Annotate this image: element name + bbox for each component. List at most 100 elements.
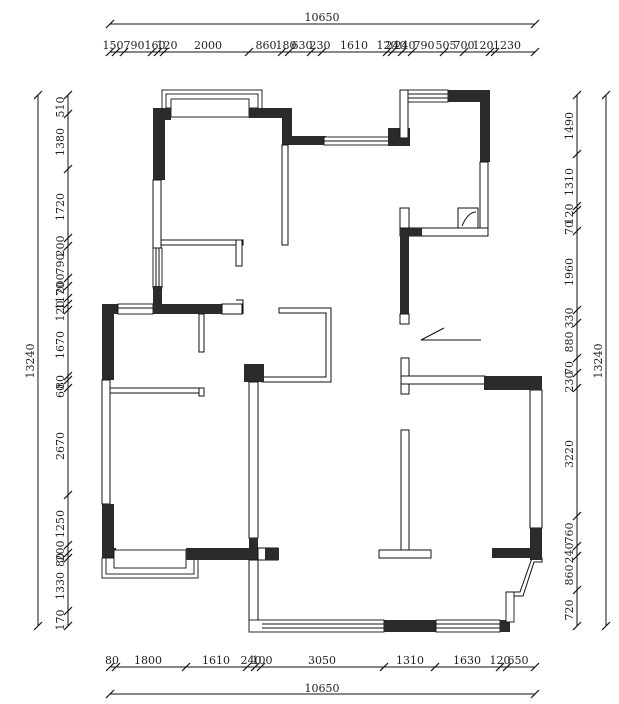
door-swing [420,327,445,341]
column [244,364,264,382]
bottom-seg-8: 1630 [453,654,481,667]
wall-segment [484,376,542,390]
appliance-mark [461,211,477,227]
wall-segment [400,232,409,314]
right-seg-7: 880 [563,332,576,353]
wall-segment [265,548,279,560]
top-seg-11: 120 [377,39,398,52]
left-seg-5: 790 [54,254,67,275]
bottom-seg-5: 100 [252,654,273,667]
wall-segment [400,228,422,236]
left-seg-8: 120 [54,301,67,322]
left-seg-10: 80 [54,375,67,389]
wall-segment [186,548,250,560]
left-seg-4: 200 [54,236,67,257]
wall-segment [457,207,479,229]
door-mark [236,299,244,314]
top-seg-17: 120 [473,39,494,52]
bottom-seg-3: 1610 [202,654,230,667]
wall-segment [448,90,490,102]
right-seg-9: 230 [563,372,576,393]
wall-segment [378,549,432,559]
wall-segment [384,620,436,632]
top-seg-3: 160 [145,39,166,52]
top-seg-7: 180 [276,39,297,52]
right-seg-6: 330 [563,308,576,329]
bottom-seg-4: 240 [241,654,262,667]
wall-segment [400,429,410,551]
right-seg-11: 760 [563,523,576,544]
wall-segment [160,239,244,246]
top-seg-10: 1610 [340,39,368,52]
bay-window-top-left [161,89,263,118]
left-seg-11: 60 [54,384,67,398]
wall-segment [102,304,114,380]
right-seg-14: 720 [563,600,576,621]
bottom-total-dimension: 10650 [105,682,540,699]
bottom-seg-2: 1800 [134,654,162,667]
right-total-dimension: 13240 [592,90,611,631]
top-seg-12: 240 [386,39,407,52]
wall-segment [102,504,114,560]
wall-segment [102,304,120,314]
wall-segment [153,286,162,314]
top-seg-2: 790 [124,39,145,52]
right-seg-2: 1310 [563,168,576,196]
wall-segment [109,387,205,394]
top-seg-4: 120 [157,39,178,52]
bottom-seg-6: 3050 [308,654,336,667]
top-seg-9: 230 [310,39,331,52]
left-seg-3: 1720 [54,193,67,221]
bottom-seg-7: 1310 [396,654,424,667]
wall-segment [281,144,289,246]
bay-window-bottom-left [101,549,199,579]
wall-segment [101,379,111,505]
top-total-label: 10650 [305,11,340,24]
wall-segment [198,313,205,353]
top-seg-13: 240 [395,39,416,52]
wall-segment [492,548,542,558]
right-segment-dimensions: 1490 1310 120 70 1960 330 880 70 230 322… [563,90,582,631]
top-seg-16: 700 [454,39,475,52]
left-seg-1: 510 [54,97,67,118]
top-seg-6: 860 [256,39,277,52]
left-total-dimension: 13240 [24,90,43,631]
wall-segment [162,304,222,314]
wall-segment [249,108,291,118]
left-seg-17: 170 [54,610,67,631]
walls [101,89,543,633]
living-window-right [435,619,501,633]
left-seg-12: 2670 [54,432,67,460]
wall-segment [400,375,486,385]
left-seg-14: 200 [54,541,67,562]
wall-segment [152,179,162,249]
left-seg-9: 1670 [54,331,67,359]
wall-segment [286,136,326,145]
top-seg-8: 630 [292,39,313,52]
right-seg-1: 1490 [563,112,576,140]
wall-segment [399,207,410,229]
top-total-dimension: 10650 [105,11,540,29]
side-window [152,247,163,289]
bay-edge [506,557,543,597]
bottom-seg-9: 120 [490,654,511,667]
left-seg-6: 200 [54,274,67,295]
left-seg-13: 1250 [54,510,67,538]
top-seg-14: 790 [414,39,435,52]
left-segment-dimensions: 510 1380 1720 200 790 200 1170 120 1670 … [54,90,73,631]
wall-segment [249,538,258,560]
bathroom-wall [261,307,332,383]
wall-segment [221,303,243,315]
wall-segment [282,108,292,145]
left-seg-16: 1330 [54,572,67,600]
left-seg-15: 80 [54,553,67,567]
kitchen-window [407,89,449,103]
top-seg-1: 150 [103,39,124,52]
wall-segment [399,313,410,325]
bedroom2-window [117,303,154,315]
right-seg-13: 860 [563,565,576,586]
bottom-seg-10: 650 [508,654,529,667]
right-seg-5: 1960 [563,258,576,286]
bottom-segment-dimensions: 80 1800 1610 240 100 3050 1310 1630 120 … [105,654,540,672]
